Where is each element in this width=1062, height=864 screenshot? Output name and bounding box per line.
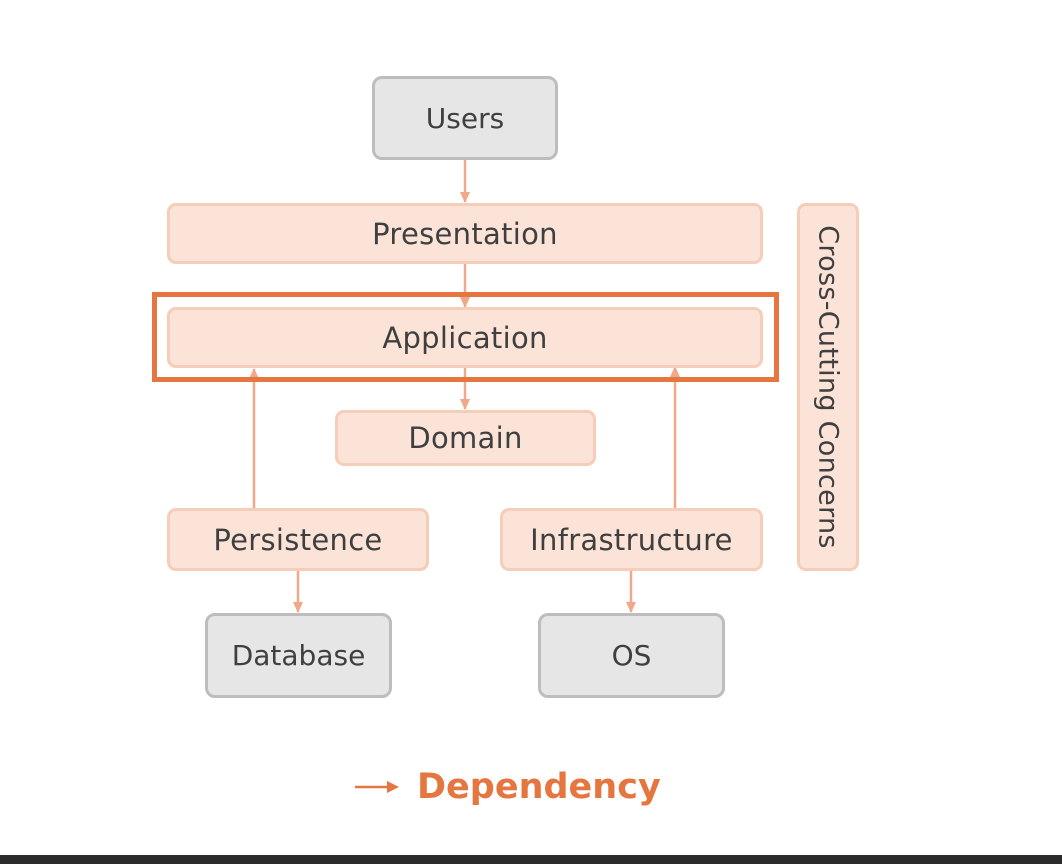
database-label: Database — [231, 639, 366, 672]
application-layer: Application — [167, 307, 763, 368]
persistence-layer: Persistence — [167, 508, 429, 571]
os-label: OS — [611, 639, 652, 672]
application-highlight-frame — [152, 292, 779, 382]
bottom-bar — [0, 855, 1062, 864]
domain-label: Domain — [408, 421, 523, 455]
legend-label: Dependency — [417, 767, 661, 807]
presentation-label: Presentation — [372, 216, 558, 251]
domain-layer: Domain — [335, 410, 596, 466]
presentation-layer: Presentation — [167, 203, 763, 264]
database-node: Database — [205, 613, 392, 698]
cross-cutting-label: Cross-Cutting Concerns — [812, 225, 844, 549]
persistence-label: Persistence — [213, 522, 383, 557]
cross-cutting-concerns: Cross-Cutting Concerns — [797, 203, 859, 571]
users-label: Users — [425, 101, 505, 135]
users-node: Users — [372, 76, 558, 160]
infrastructure-layer: Infrastructure — [500, 508, 763, 571]
legend: Dependency — [355, 762, 661, 812]
infrastructure-label: Infrastructure — [530, 522, 733, 557]
application-label: Application — [382, 320, 548, 355]
os-node: OS — [538, 613, 725, 698]
legend-arrow-icon — [355, 781, 399, 793]
